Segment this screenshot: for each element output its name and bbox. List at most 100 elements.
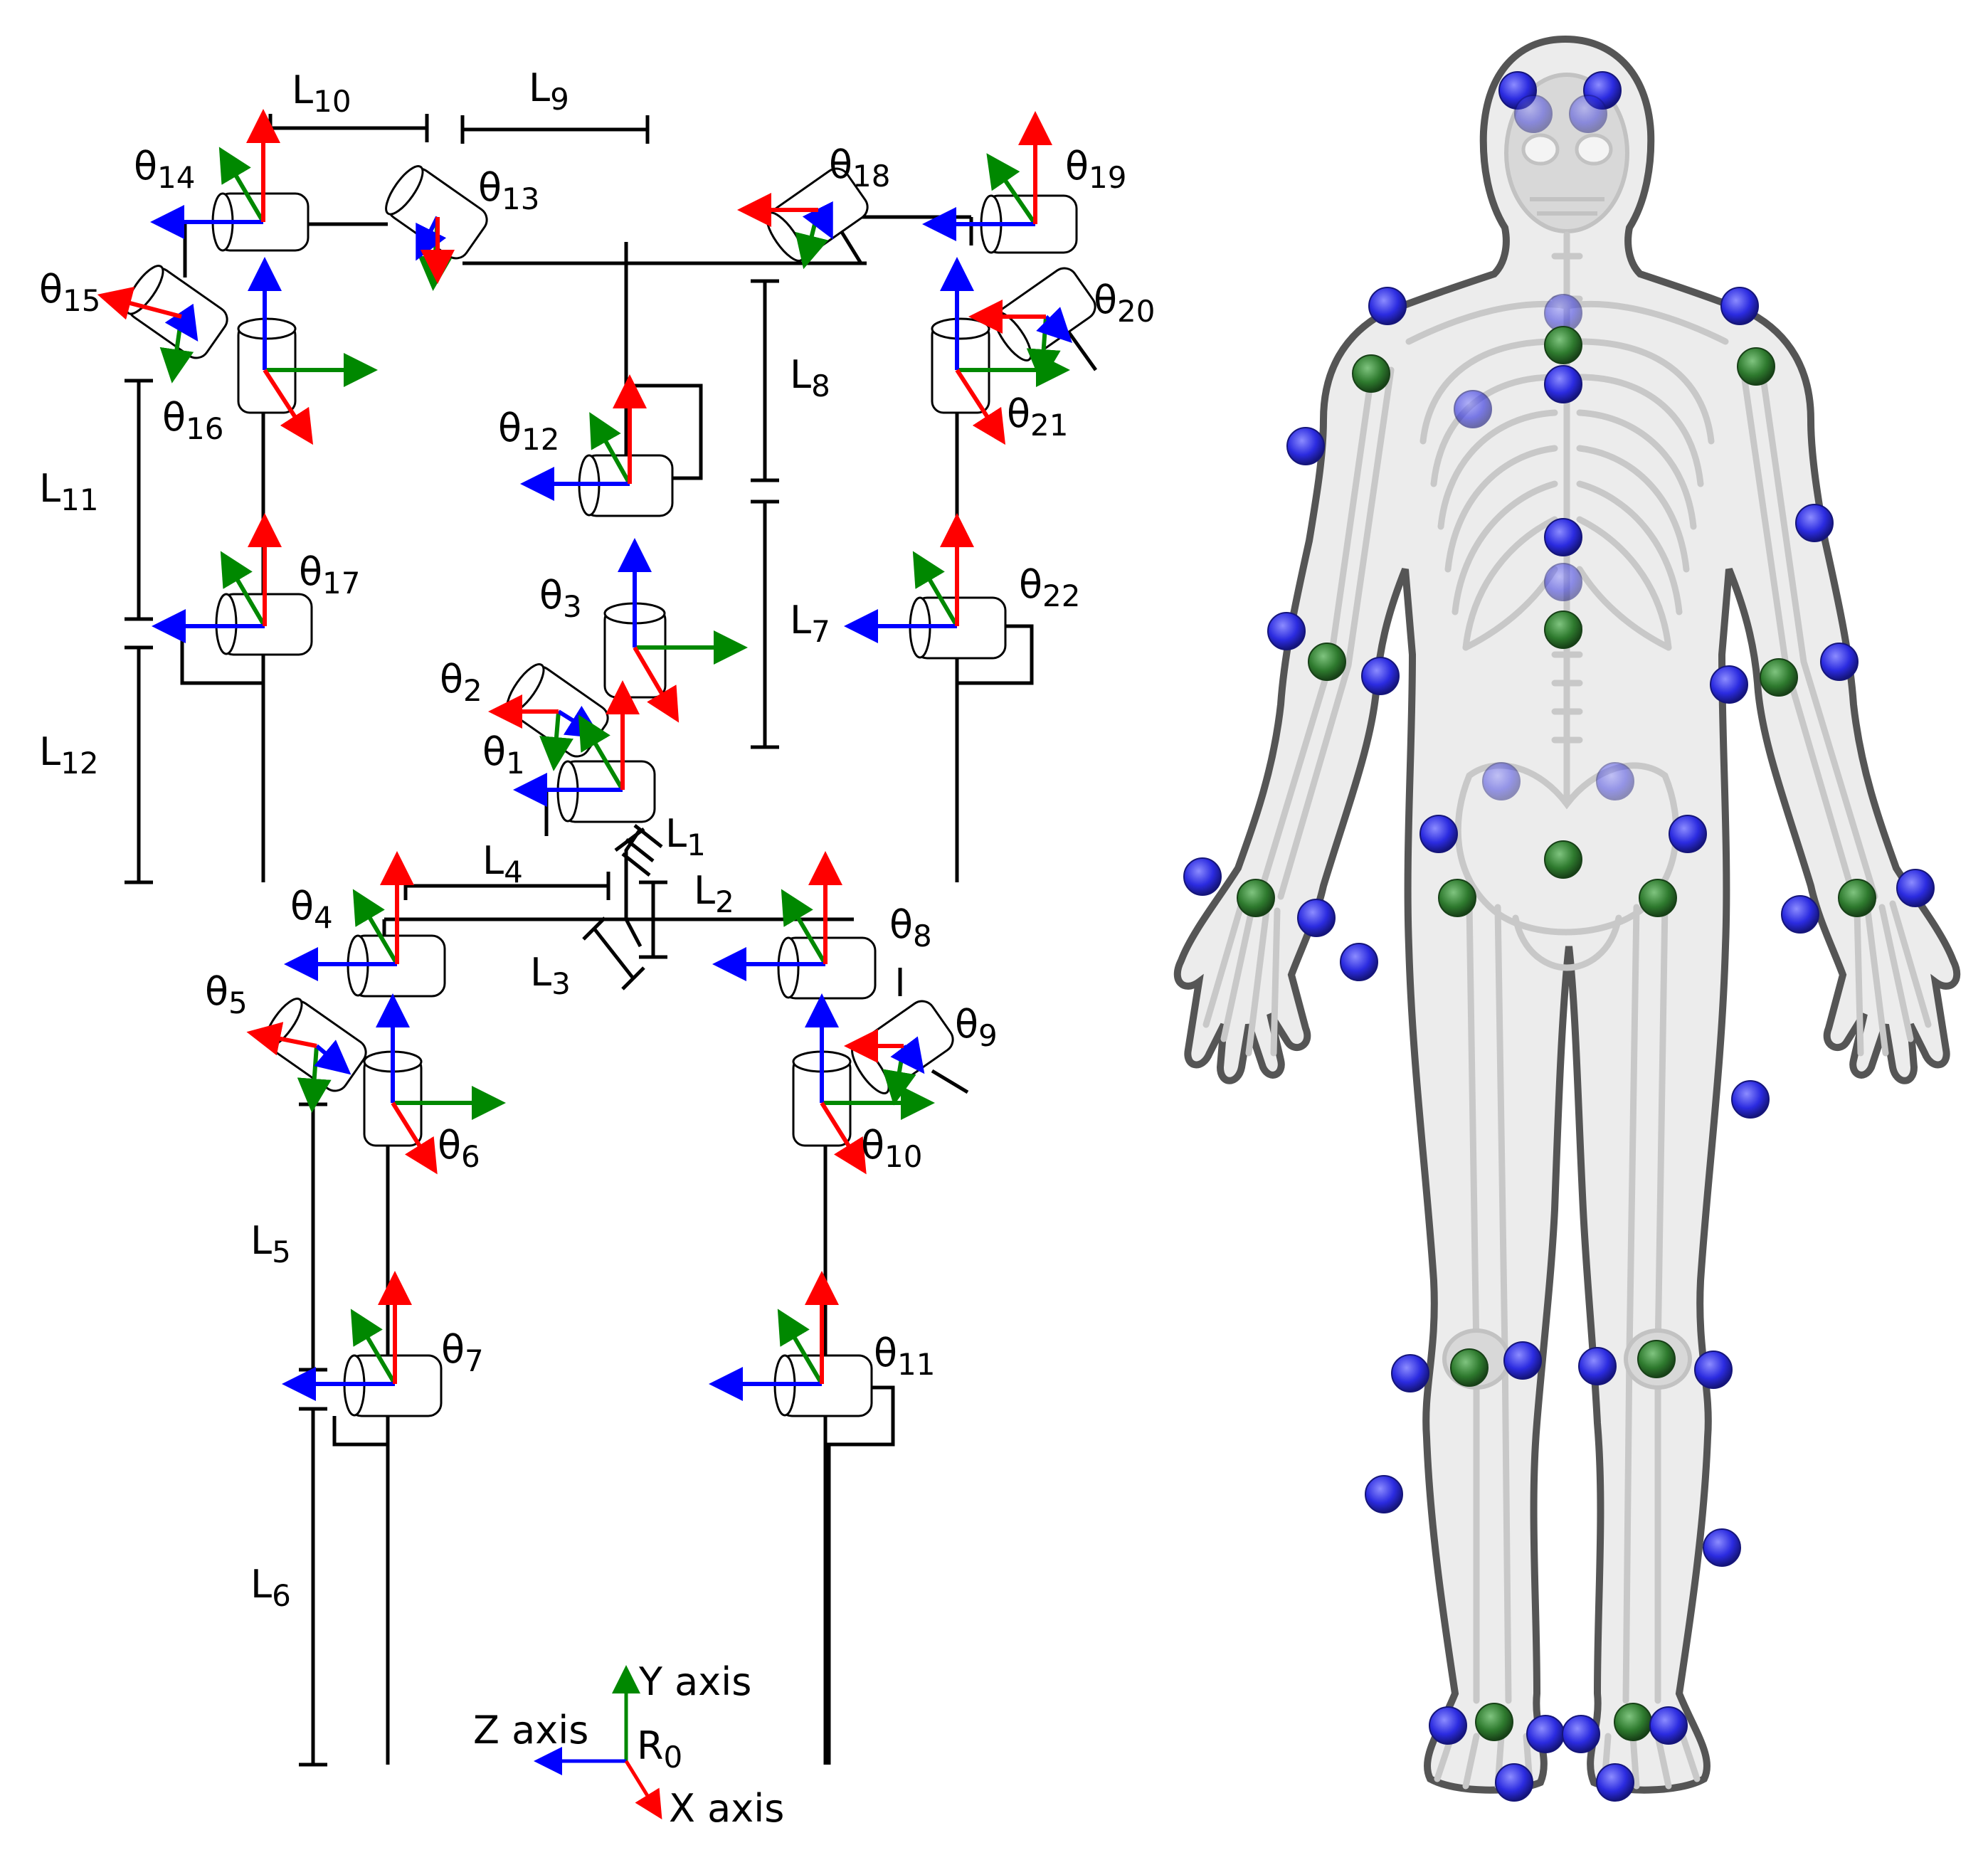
frame-theta14 xyxy=(150,109,280,239)
frame-theta22 xyxy=(844,513,974,643)
green-joint-marker xyxy=(1544,611,1582,649)
label-L3: L3 xyxy=(530,950,571,1001)
y-axis-arrow xyxy=(350,1309,397,1385)
body-outline xyxy=(1173,35,1961,1794)
cylinder-theta21 xyxy=(931,317,990,414)
blue-marker xyxy=(1183,857,1222,896)
joint-labels: θ14 θ13 θ18 θ19 θ15 θ20 θ16 θ21 θ12 θ17 … xyxy=(39,142,1156,1382)
label-theta8: θ8 xyxy=(889,902,932,953)
dimension-markers xyxy=(125,114,779,1767)
reference-frame-legend: Y axis Z axis R0 X axis xyxy=(473,1659,784,1831)
origin-label: R0 xyxy=(637,1723,682,1775)
x-axis-arrow xyxy=(97,286,182,320)
blue-marker xyxy=(1669,815,1707,853)
label-theta20: θ20 xyxy=(1094,278,1156,329)
blue-marker xyxy=(1495,1763,1533,1802)
label-theta14: θ14 xyxy=(134,144,196,195)
blue-marker xyxy=(1544,518,1582,556)
blue-marker xyxy=(1368,287,1407,325)
label-theta22: θ22 xyxy=(1019,562,1081,613)
z-axis-arrow xyxy=(802,201,833,240)
label-theta13: θ13 xyxy=(478,165,540,216)
blue-marker xyxy=(1454,390,1492,428)
label-L5: L5 xyxy=(250,1218,291,1269)
label-theta18: θ18 xyxy=(829,142,891,194)
y-axis-arrow xyxy=(220,551,267,628)
green-joint-marker xyxy=(1637,1340,1676,1378)
green-joint-marker xyxy=(1760,658,1798,697)
frame-theta9 xyxy=(844,1029,925,1106)
blue-marker xyxy=(1361,657,1400,695)
blue-marker xyxy=(1596,762,1634,800)
green-joint-marker xyxy=(1352,354,1390,393)
blue-marker xyxy=(1297,899,1336,937)
label-L1: L1 xyxy=(665,811,706,862)
blue-marker xyxy=(1340,943,1378,981)
z-axis-label: Z axis xyxy=(473,1708,588,1753)
frame-theta11 xyxy=(709,1271,839,1401)
blue-marker xyxy=(1286,427,1325,465)
blue-marker xyxy=(1649,1706,1688,1745)
green-joint-marker xyxy=(1737,347,1775,386)
frame-theta13 xyxy=(416,216,455,291)
blue-marker xyxy=(1419,815,1458,853)
label-L6: L6 xyxy=(250,1562,291,1613)
blue-marker xyxy=(1562,1715,1600,1753)
green-joint-marker xyxy=(1544,326,1582,364)
blue-marker xyxy=(1526,1715,1565,1753)
blue-marker xyxy=(1544,563,1582,601)
y-axis-arrow xyxy=(352,889,399,966)
green-joint-marker xyxy=(1450,1348,1489,1387)
y-axis-arrow xyxy=(578,714,625,791)
human-body-illustration xyxy=(1173,35,1961,1802)
green-joint-marker xyxy=(1475,1703,1513,1741)
blue-marker xyxy=(1482,762,1521,800)
frame-theta12 xyxy=(520,374,647,501)
label-theta7: θ7 xyxy=(441,1327,484,1378)
label-theta2: θ2 xyxy=(440,657,482,708)
label-theta10: θ10 xyxy=(861,1123,923,1174)
y-axis-arrow xyxy=(589,412,632,485)
blue-marker xyxy=(1781,895,1819,934)
label-theta3: θ3 xyxy=(539,573,582,624)
blue-marker xyxy=(1703,1528,1741,1567)
x-axis-arrow xyxy=(246,1022,317,1056)
frame-theta6 xyxy=(376,993,506,1175)
chain-lines xyxy=(180,215,1098,1765)
blue-marker xyxy=(1514,95,1553,133)
green-joint-marker xyxy=(1614,1703,1652,1741)
z-axis-arrow xyxy=(1036,307,1072,343)
y-axis-label: Y axis xyxy=(638,1659,751,1704)
z-axis-arrow xyxy=(416,216,447,261)
label-theta21: θ21 xyxy=(1007,391,1069,443)
blue-marker xyxy=(1429,1706,1467,1745)
x-axis-label: X axis xyxy=(669,1786,784,1831)
x-axis-arrow xyxy=(633,646,680,723)
label-L4: L4 xyxy=(482,838,523,889)
blue-marker xyxy=(1731,1080,1770,1119)
x-axis-arrow xyxy=(263,369,314,445)
z-axis-arrow xyxy=(890,1036,925,1074)
label-theta12: θ12 xyxy=(498,406,560,457)
y-axis-arrow xyxy=(539,711,573,771)
frame-theta3 xyxy=(618,538,748,723)
frame-theta8 xyxy=(712,851,842,981)
kinematic-chain: θ14 θ13 θ18 θ19 θ15 θ20 θ16 θ21 θ12 θ17 … xyxy=(39,65,1156,1831)
frame-theta17 xyxy=(152,513,282,643)
green-joint-marker xyxy=(1544,840,1582,879)
label-L12: L12 xyxy=(39,729,99,781)
joint-frames xyxy=(97,109,1072,1401)
y-axis-arrow xyxy=(777,1309,824,1385)
blue-marker xyxy=(1820,643,1859,681)
y-axis-arrow xyxy=(986,153,1037,226)
blue-marker xyxy=(1569,95,1607,133)
label-L9: L9 xyxy=(529,65,569,117)
x-axis-arrow xyxy=(391,1101,438,1175)
x-axis-arrow xyxy=(820,1101,867,1175)
label-L8: L8 xyxy=(790,352,830,403)
frame-theta1 xyxy=(513,680,640,807)
frame-theta10 xyxy=(805,993,935,1175)
blue-marker xyxy=(1391,1354,1429,1392)
label-L7: L7 xyxy=(790,598,830,649)
blue-marker xyxy=(1503,1341,1542,1380)
